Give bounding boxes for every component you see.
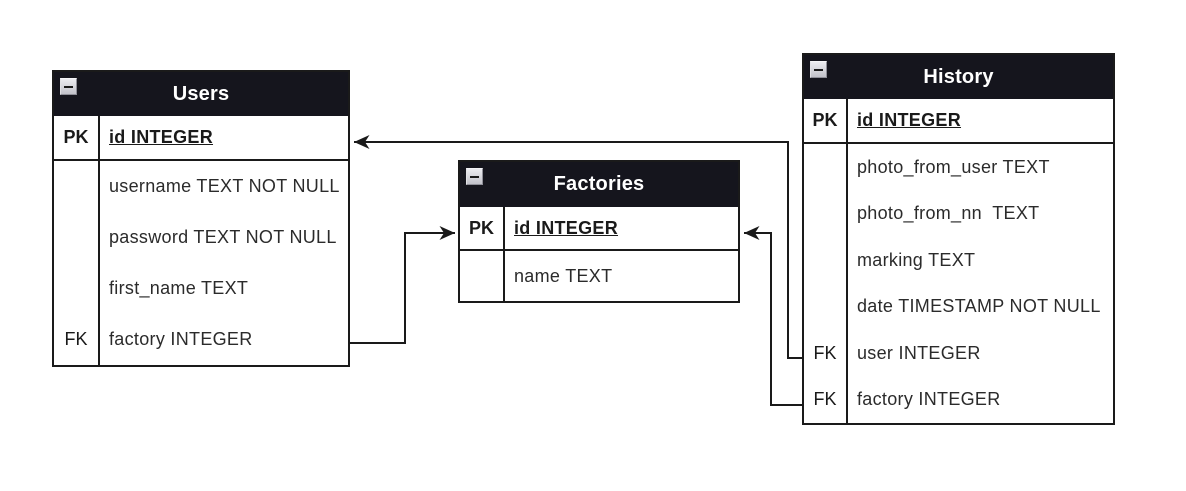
row-key-badge [804, 283, 848, 330]
row-key-badge [54, 263, 100, 314]
row-key-badge [804, 144, 848, 191]
minus-glyph [64, 85, 73, 88]
table-row-fk: FK factory INTEGER [54, 314, 348, 365]
table-history: History PK id INTEGER photo_from_user TE… [802, 53, 1115, 425]
table-users: Users PK id INTEGER username TEXT NOT NU… [52, 70, 350, 367]
minus-glyph [470, 175, 479, 178]
table-factories: Factories PK id INTEGER name TEXT [458, 160, 740, 303]
table-row-fk: FK factory INTEGER [804, 376, 1113, 423]
row-key-badge: FK [804, 376, 848, 423]
row-field: id INTEGER [514, 217, 619, 238]
table-row: photo_from_user TEXT [804, 144, 1113, 191]
row-field: id INTEGER [109, 127, 214, 147]
table-row-fk: FK user INTEGER [804, 330, 1113, 377]
row-field: factory INTEGER [857, 389, 1001, 410]
row-field: username TEXT NOT NULL [109, 176, 340, 196]
row-key-badge: PK [804, 99, 848, 142]
relationship-history-factory-to-factories-id [744, 226, 802, 406]
row-field: user INTEGER [857, 342, 981, 363]
row-key-badge [804, 190, 848, 237]
table-row: username TEXT NOT NULL [54, 161, 348, 212]
row-key-badge [54, 161, 100, 212]
row-field: id INTEGER [857, 110, 962, 130]
minus-glyph [814, 68, 823, 71]
table-row-pk: PK id INTEGER [804, 99, 1113, 144]
row-field: marking TEXT [857, 249, 976, 270]
table-title: Factories [553, 173, 645, 195]
row-field: photo_from_user TEXT [857, 156, 1050, 177]
collapse-minus-icon[interactable] [810, 61, 827, 78]
row-field: photo_from_nn TEXT [857, 203, 1040, 224]
row-key-badge [54, 212, 100, 263]
table-row-pk: PK id INTEGER [54, 116, 348, 161]
table-row-pk: PK id INTEGER [460, 207, 738, 251]
row-key-badge: FK [804, 330, 848, 377]
row-key-badge: PK [54, 116, 100, 159]
table-row: photo_from_nn TEXT [804, 190, 1113, 237]
table-factories-header[interactable]: Factories [460, 162, 738, 207]
row-key-badge [460, 251, 505, 301]
row-field: name TEXT [514, 265, 613, 286]
row-field: date TIMESTAMP NOT NULL [857, 296, 1101, 317]
table-users-header[interactable]: Users [54, 72, 348, 116]
row-key-badge: PK [460, 207, 505, 249]
row-key-badge [804, 237, 848, 284]
row-field: first_name TEXT [109, 278, 249, 298]
relationship-users-factory-to-factories-id [350, 226, 455, 344]
table-title: History [923, 65, 994, 88]
table-row: marking TEXT [804, 237, 1113, 284]
row-key-badge: FK [54, 314, 100, 365]
row-field: password TEXT NOT NULL [109, 227, 337, 247]
table-row: name TEXT [460, 251, 738, 301]
table-row: password TEXT NOT NULL [54, 212, 348, 263]
table-row: first_name TEXT [54, 263, 348, 314]
table-title: Users [172, 82, 230, 105]
collapse-minus-icon[interactable] [60, 78, 77, 95]
collapse-minus-icon[interactable] [466, 168, 483, 185]
table-row: date TIMESTAMP NOT NULL [804, 283, 1113, 330]
table-history-header[interactable]: History [804, 55, 1113, 99]
row-field: factory INTEGER [109, 329, 253, 349]
